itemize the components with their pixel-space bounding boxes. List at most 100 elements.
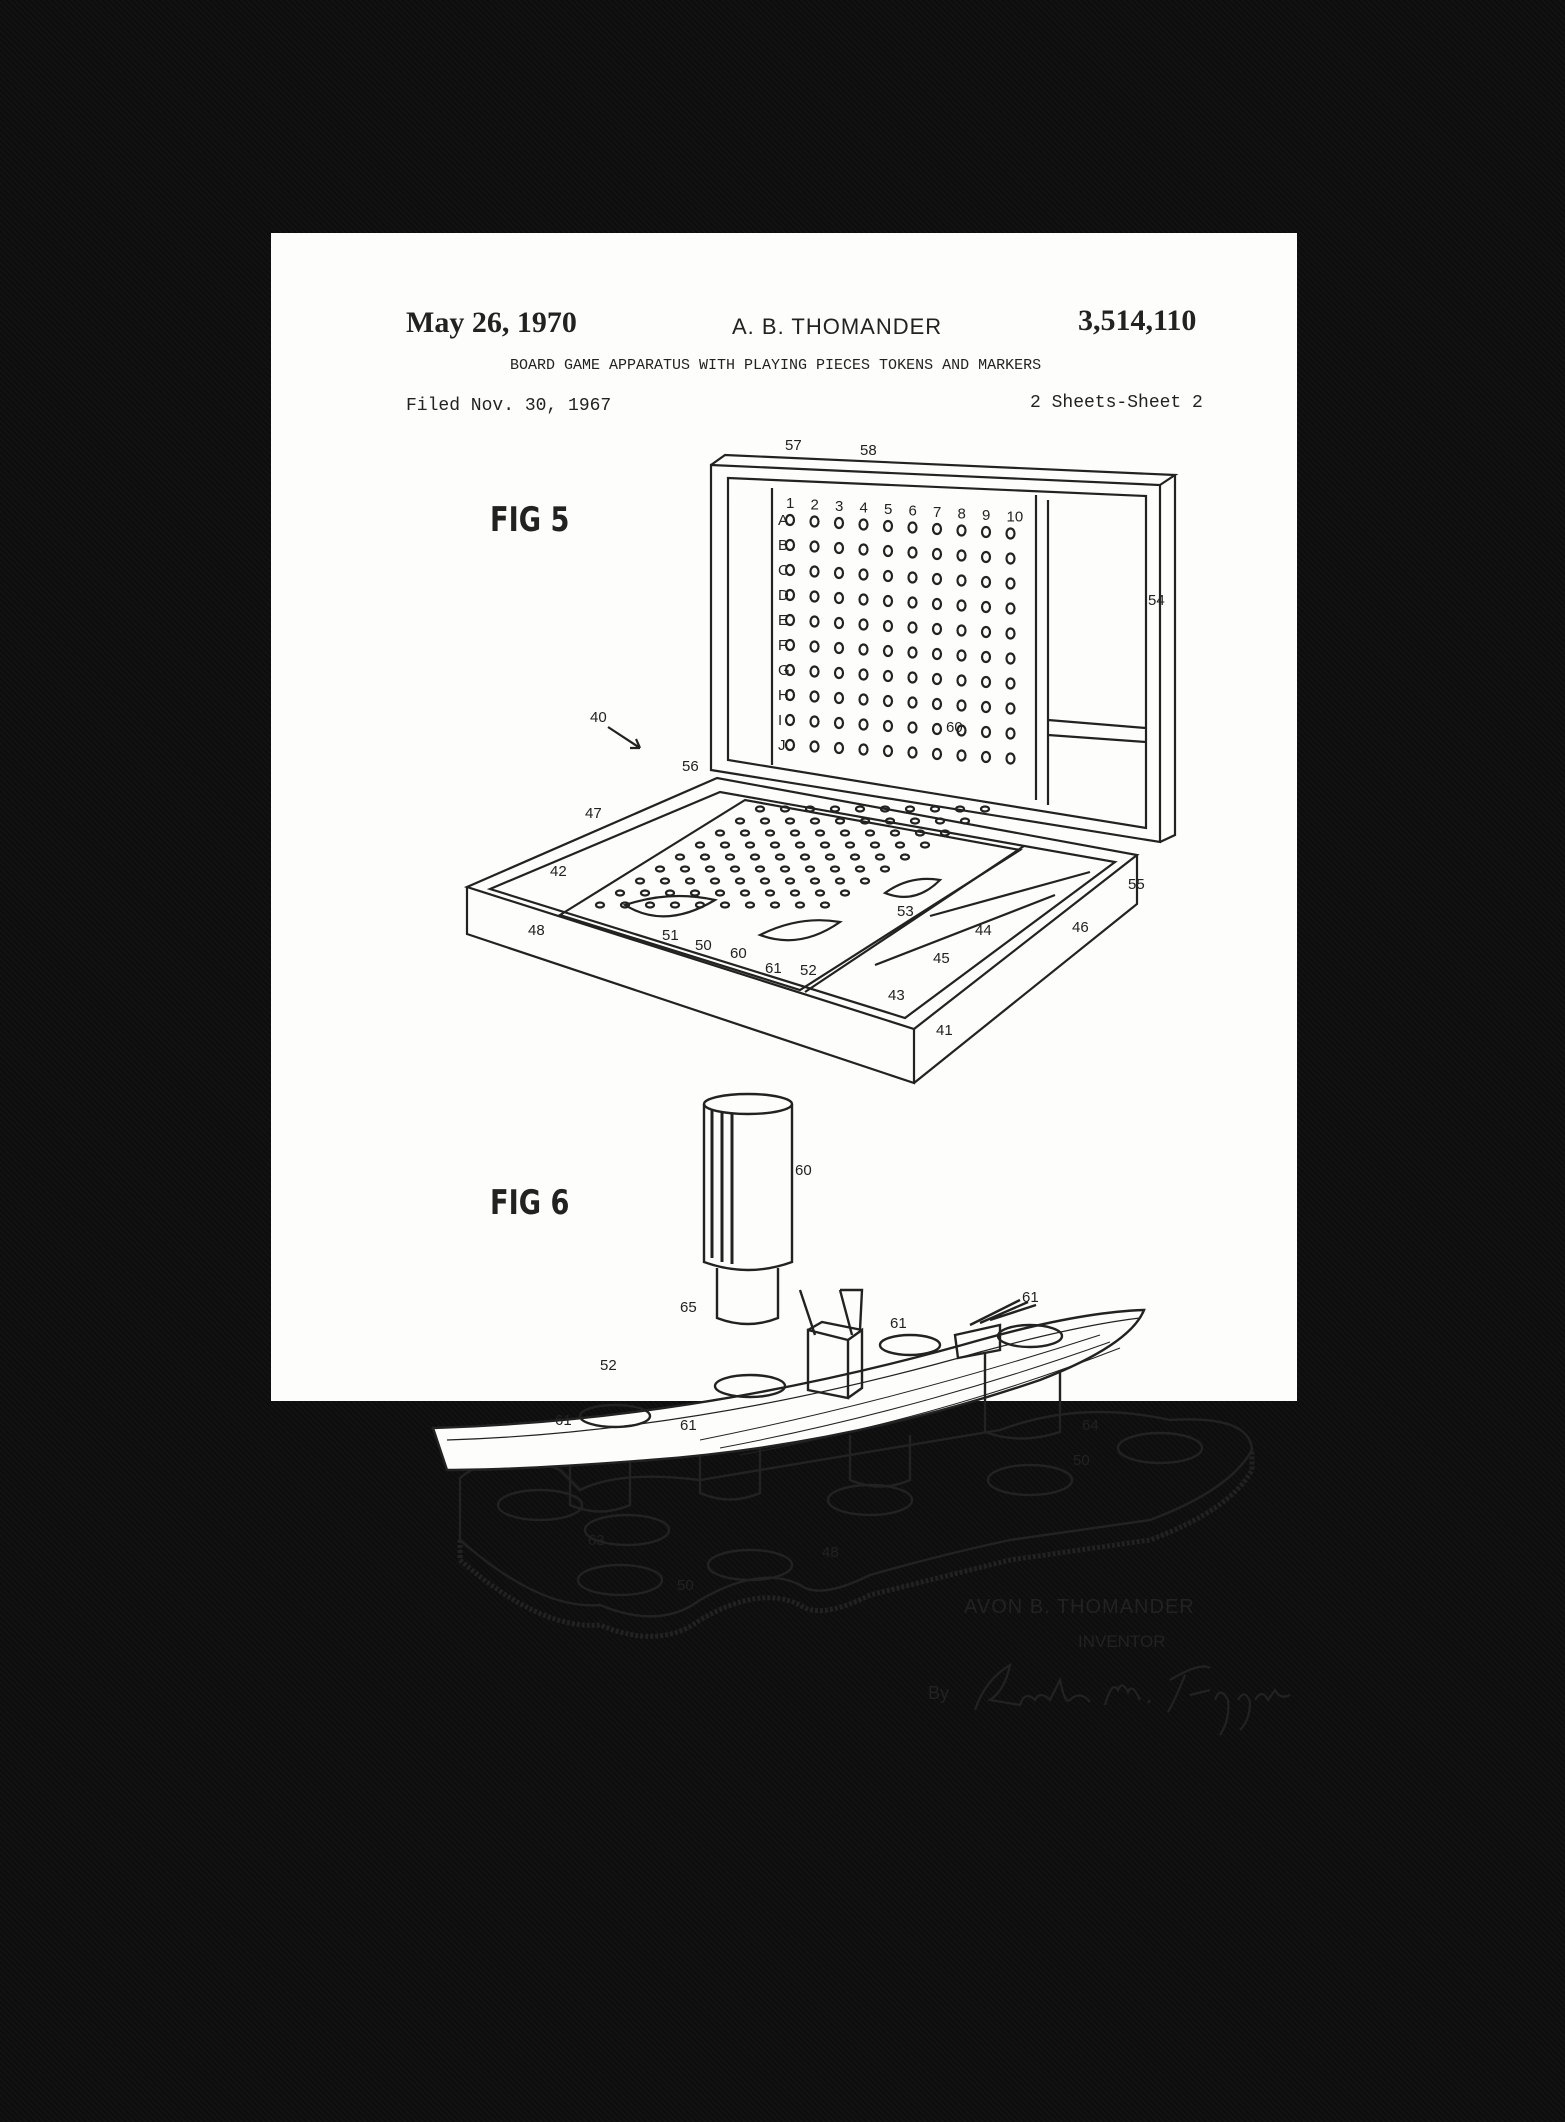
peg-hole [684, 877, 696, 885]
peg-hole [980, 625, 992, 639]
peg-hole [809, 515, 820, 528]
peg-hole [809, 715, 820, 728]
peg-hole [833, 516, 845, 530]
peg-hole [907, 696, 918, 709]
peg-hole [784, 688, 796, 702]
peg-hole [614, 889, 626, 897]
peg-hole [980, 600, 992, 614]
peg-hole [859, 817, 871, 825]
peg-hole [689, 889, 701, 897]
peg-hole [907, 596, 918, 609]
peg-hole [794, 841, 806, 849]
peg-hole [854, 865, 866, 873]
row-letter: G [778, 662, 790, 679]
peg-shading [710, 1110, 734, 1264]
column-number: 3 [835, 498, 843, 515]
peg-hole [809, 740, 820, 753]
hull-peg [848, 1435, 912, 1488]
reference-numeral: 58 [860, 442, 877, 459]
board-holes [496, 1431, 1204, 1597]
peg-hole [882, 594, 894, 608]
lower-grid-board [557, 798, 1023, 992]
peg-hole [879, 865, 891, 873]
reference-numeral: 50 [677, 1577, 694, 1594]
hull-hole [578, 1403, 652, 1429]
reference-numeral: 61 [765, 960, 782, 977]
peg-hole [858, 643, 869, 656]
peg-hole [719, 841, 731, 849]
peg-hole [729, 865, 741, 873]
peg-hole [744, 841, 756, 849]
peg-hole [1005, 527, 1016, 540]
peg-hole [674, 853, 686, 861]
hull-hole [996, 1323, 1064, 1349]
peg-hole [1005, 602, 1016, 615]
reference-numeral: 42 [550, 863, 567, 880]
peg-hole [804, 865, 816, 873]
peg-hole [774, 853, 786, 861]
peg-hole [869, 841, 881, 849]
reference-numeral: 60 [730, 945, 747, 962]
peg-hole [858, 668, 869, 681]
peg-hole [980, 675, 992, 689]
peg-hole [956, 524, 967, 537]
reference-numeral: 65 [680, 1299, 697, 1316]
column-number: 7 [933, 504, 941, 521]
peg-hole [907, 646, 918, 659]
reference-numeral: 64 [1082, 1417, 1099, 1434]
peg-hole [899, 853, 911, 861]
reference-numeral: 56 [682, 758, 699, 775]
sheet-number: 2 Sheets-Sheet 2 [1030, 393, 1203, 413]
peg-hole [779, 865, 791, 873]
peg-hole [959, 817, 971, 825]
hull-hole [878, 1333, 942, 1357]
peg-hole [779, 805, 791, 813]
peg-hole [956, 724, 967, 737]
peg-hole [784, 817, 796, 825]
peg-hole [858, 618, 869, 631]
peg-hole [874, 853, 886, 861]
peg-hole [794, 901, 806, 909]
row-letter: D [778, 587, 789, 604]
board-hole [583, 1513, 671, 1547]
peg-hole [882, 719, 894, 733]
peg-hole [809, 817, 821, 825]
peg-hole [931, 697, 943, 711]
peg-hole [833, 591, 845, 605]
peg-hole [879, 805, 891, 813]
column-number: 8 [958, 506, 966, 523]
peg-hole [699, 853, 711, 861]
peg-hole [884, 817, 896, 825]
peg-hole [1005, 552, 1016, 565]
filed-date: Filed Nov. 30, 1967 [406, 396, 612, 416]
peg-hole [864, 829, 876, 837]
fig5-label: FIG 5 [490, 500, 570, 540]
peg-hole [907, 546, 918, 559]
reference-numeral: 55 [1128, 876, 1145, 893]
peg-hole [809, 565, 820, 578]
peg-hole [931, 522, 943, 536]
peg-hole [907, 621, 918, 634]
peg-hole [719, 901, 731, 909]
peg-hole [769, 841, 781, 849]
column-number: 10 [1007, 509, 1024, 526]
peg-hole [739, 829, 751, 837]
peg-hole [931, 622, 943, 636]
peg-hole [882, 519, 894, 533]
peg-hole [809, 615, 820, 628]
base-inner-rim [486, 790, 1118, 1020]
peg-hole [956, 599, 967, 612]
peg-hole [907, 571, 918, 584]
peg-hole [858, 568, 869, 581]
peg-hole [679, 865, 691, 873]
peg-hole [709, 877, 721, 885]
peg-hole [824, 853, 836, 861]
row-letter: J [778, 737, 786, 754]
peg-hole [931, 747, 943, 761]
peg-hole [834, 817, 846, 825]
peg-hole [939, 829, 951, 837]
peg-hole [833, 666, 845, 680]
peg-hole [858, 718, 869, 731]
peg-hole [769, 901, 781, 909]
